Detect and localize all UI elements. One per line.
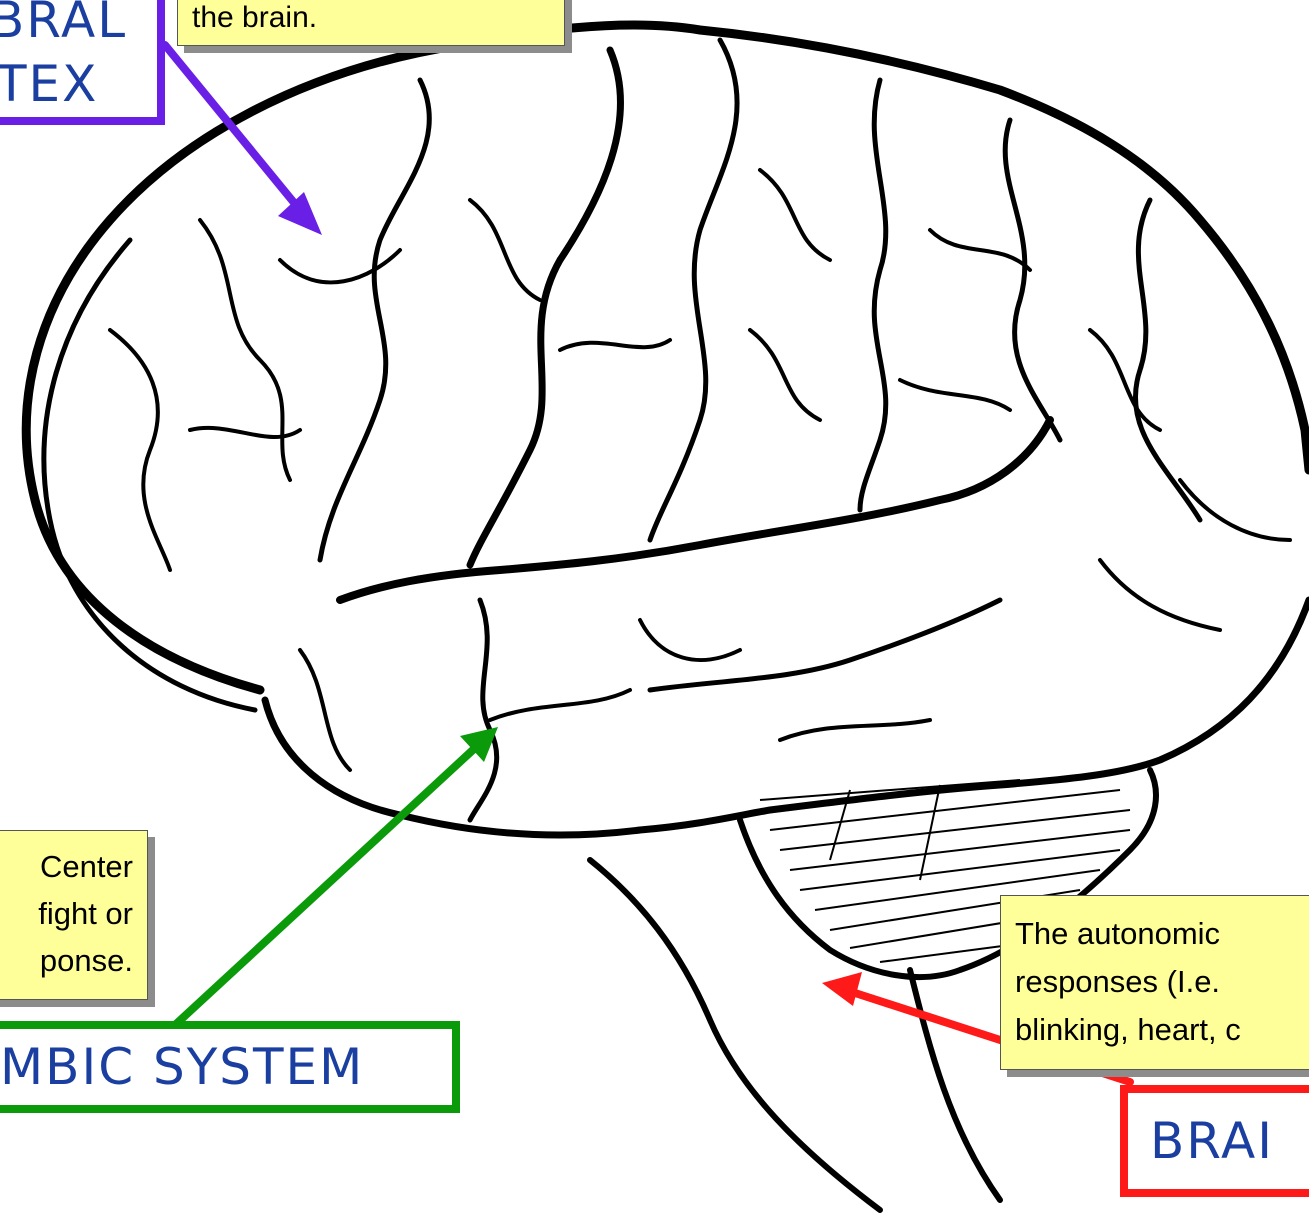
limbic-callout-line-1: Center [1, 843, 133, 890]
cerebral-cortex-label-top: BRAL [0, 0, 157, 52]
brainstem-front [590, 860, 880, 1210]
limbic-callout-line-3: ponse. [1, 937, 133, 984]
brainstem-callout-line-1: The autonomic [1015, 910, 1309, 958]
central-sulcus [470, 50, 620, 565]
brain-outline [26, 25, 1309, 690]
cerebral-cortex-label-bottom: TEX [0, 52, 157, 116]
brainstem-callout: The autonomic responses (I.e. blinking, … [1000, 895, 1309, 1070]
limbic-system-label-text: MBIC SYSTEM [0, 1038, 364, 1096]
brainstem-callout-line-2: responses (I.e. [1015, 958, 1309, 1006]
cortex-arrow-head [278, 192, 322, 235]
cerebral-cortex-callout: the brain. [177, 0, 565, 46]
cerebral-cortex-callout-text: the brain. [192, 1, 317, 34]
brainstem-label-text: BRAI [1150, 1112, 1274, 1170]
limbic-callout: Center fight or ponse. [0, 830, 148, 1000]
brainstem-callout-line-3: blinking, heart, c [1015, 1006, 1309, 1054]
stem-arrow-head [822, 972, 862, 1006]
lateral-fissure [340, 420, 1050, 600]
brainstem-back [910, 970, 1000, 1200]
limbic-arrow-shaft [175, 748, 475, 1025]
brainstem-label: BRAI [1120, 1085, 1309, 1197]
cortex-arrow-shaft [165, 45, 300, 210]
limbic-callout-line-2: fight or [1, 890, 133, 937]
limbic-system-label: MBIC SYSTEM [0, 1021, 460, 1113]
cerebral-cortex-label: BRAL TEX [0, 0, 165, 125]
